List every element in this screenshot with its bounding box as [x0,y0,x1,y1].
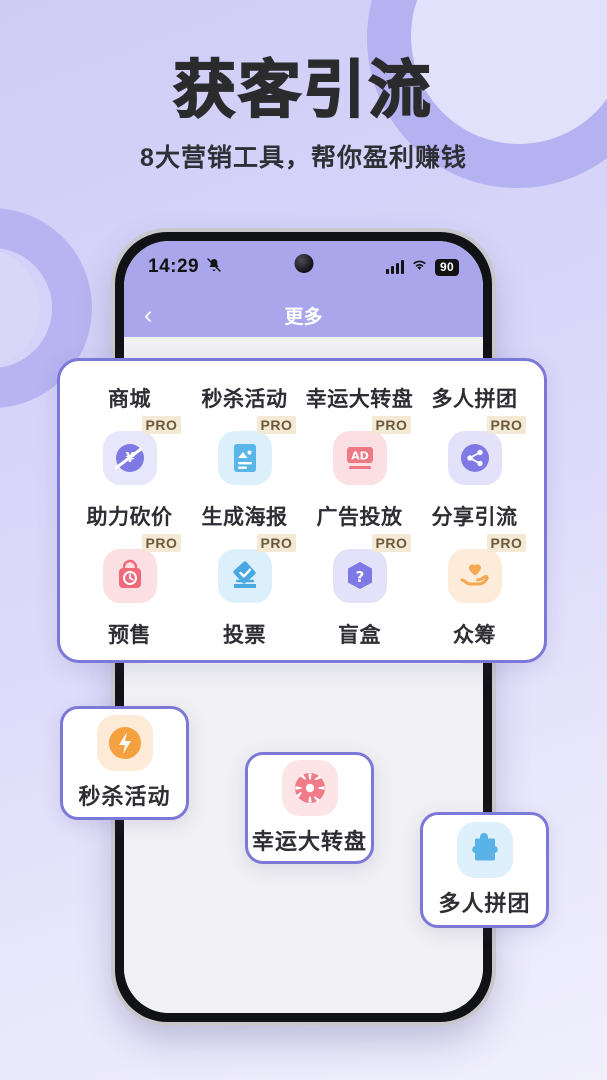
callout-label: 秒杀活动 [78,784,171,809]
feature-label[interactable]: 生成海报 [201,506,288,529]
feature-label[interactable]: 盲盒 [338,624,381,647]
fortune-wheel-icon [281,760,338,816]
svg-text:¥: ¥ [125,451,134,466]
pro-badge: PRO [486,534,527,552]
callout-wheel[interactable]: 幸运大转盘 [245,752,374,864]
feature-label[interactable]: 秒杀活动 [201,388,288,411]
pro-badge: PRO [256,534,297,552]
status-indicators: 90 [386,258,459,276]
feature-row-2-labels: 助力砍价 生成海报 广告投放 分享引流 [72,501,532,531]
feature-row-2-icons: PRO ¥ PRO PRO AD PRO [72,416,532,485]
feature-label[interactable]: 商城 [108,388,151,411]
feature-row-3-labels: 预售 投票 盲盒 众筹 [72,619,532,649]
ad-banner-icon: AD [332,431,387,485]
wifi-icon [411,258,428,276]
poster-image-icon [217,431,272,485]
header: 获客引流 8大营销工具，帮你盈利赚钱 [0,53,607,174]
status-time: 14:29 [148,256,200,277]
nav-title: 更多 [284,306,323,328]
pro-badge: PRO [371,534,412,552]
svg-text:?: ? [355,568,364,586]
chevron-left-icon[interactable]: ‹ [144,300,153,329]
battery-level: 90 [435,258,459,276]
lightning-bolt-icon [96,715,153,771]
callout-seckill[interactable]: 秒杀活动 [60,706,189,820]
feature-item[interactable]: PRO ? [302,534,417,603]
puzzle-piece-icon [456,822,513,878]
status-bar: 14:29 90 [124,241,483,293]
vote-ballot-icon [217,549,272,603]
svg-text:AD: AD [351,450,369,463]
pro-badge: PRO [256,416,297,434]
bargain-knife-icon: ¥ [102,431,157,485]
page-subtitle: 8大营销工具，帮你盈利赚钱 [140,144,467,172]
feature-item[interactable]: PRO [417,534,532,603]
feature-item[interactable]: PRO ¥ [72,416,187,485]
feature-item[interactable]: PRO AD [302,416,417,485]
feature-label[interactable]: 投票 [223,624,266,647]
share-nodes-icon [447,431,502,485]
feature-row-1-labels: 商城 秒杀活动 幸运大转盘 多人拼团 [72,383,532,413]
pro-badge: PRO [141,416,182,434]
callout-group[interactable]: 多人拼团 [420,812,549,928]
pro-badge: PRO [486,416,527,434]
feature-label[interactable]: 广告投放 [316,506,403,529]
feature-row-3-icons: PRO PRO PRO ? PRO [72,534,532,603]
nav-bar: ‹ 更多 [124,293,483,337]
feature-item[interactable]: PRO [187,416,302,485]
feature-label[interactable]: 幸运大转盘 [305,388,414,411]
front-camera-dot [294,254,313,273]
feature-item[interactable]: PRO [417,416,532,485]
mystery-box-icon: ? [332,549,387,603]
callout-label: 幸运大转盘 [251,829,367,854]
crowdfunding-heart-hand-icon [447,549,502,603]
bell-slash-icon [206,257,222,278]
pro-badge: PRO [141,534,182,552]
feature-overlay-card: 商城 秒杀活动 幸运大转盘 多人拼团 PRO ¥ PRO PRO AD PRO [57,358,547,663]
feature-label[interactable]: 预售 [108,624,151,647]
page-title: 获客引流 [172,53,434,126]
callout-label: 多人拼团 [438,891,531,916]
feature-item[interactable]: PRO [187,534,302,603]
presale-bag-clock-icon [102,549,157,603]
cellular-signal-icon [386,260,405,274]
pro-badge: PRO [371,416,412,434]
feature-item[interactable]: PRO [72,534,187,603]
feature-label[interactable]: 众筹 [453,624,496,647]
feature-label[interactable]: 助力砍价 [86,506,173,529]
feature-label[interactable]: 分享引流 [431,506,518,529]
feature-label[interactable]: 多人拼团 [431,388,518,411]
